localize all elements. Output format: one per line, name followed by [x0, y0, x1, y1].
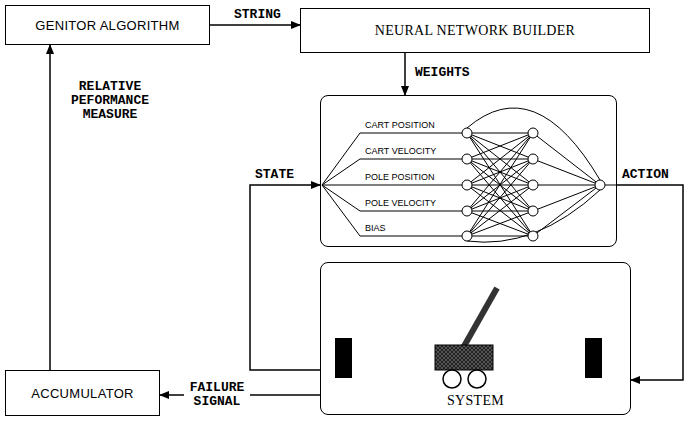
cart-pole: [335, 288, 602, 388]
network-drawing: [322, 108, 617, 242]
signal-label: STRING: [232, 8, 283, 22]
signal-arrow: [210, 24, 300, 26]
box-label: GENITOR ALGORITHM: [35, 18, 179, 33]
input-label: POLE VELOCITY: [365, 198, 436, 208]
signal-arrow: [617, 185, 683, 380]
signal-label: ACTION: [620, 168, 671, 182]
process-box: ACCUMULATOR: [5, 370, 160, 416]
input-label: POLE POSITION: [365, 172, 435, 182]
network-box: CART POSITION CART VELOCITY POLE POSITION P…: [320, 95, 617, 247]
process-box: GENITOR ALGORITHM: [5, 5, 210, 45]
box-label: NEURAL NETWORK BUILDER: [375, 23, 576, 39]
input-label: BIAS: [365, 223, 386, 233]
box-label: ACCUMULATOR: [31, 386, 134, 401]
signal-arrow: [49, 45, 51, 370]
system-box: SYSTEM: [320, 262, 631, 415]
signal-label: RELATIVE PEFORMANCE MEASURE: [58, 80, 162, 122]
process-box: NEURAL NETWORK BUILDER: [300, 8, 650, 53]
signal-label: WEIGHTS: [413, 66, 472, 80]
signal-label: FAILURE SIGNAL: [184, 381, 250, 409]
signal-label: STATE: [253, 168, 296, 182]
input-label: CART VELOCITY: [365, 146, 436, 156]
signal-arrow: [404, 53, 406, 95]
input-label: CART POSITION: [365, 120, 435, 130]
signal-arrow: [250, 185, 320, 370]
box-label: SYSTEM: [321, 393, 630, 409]
